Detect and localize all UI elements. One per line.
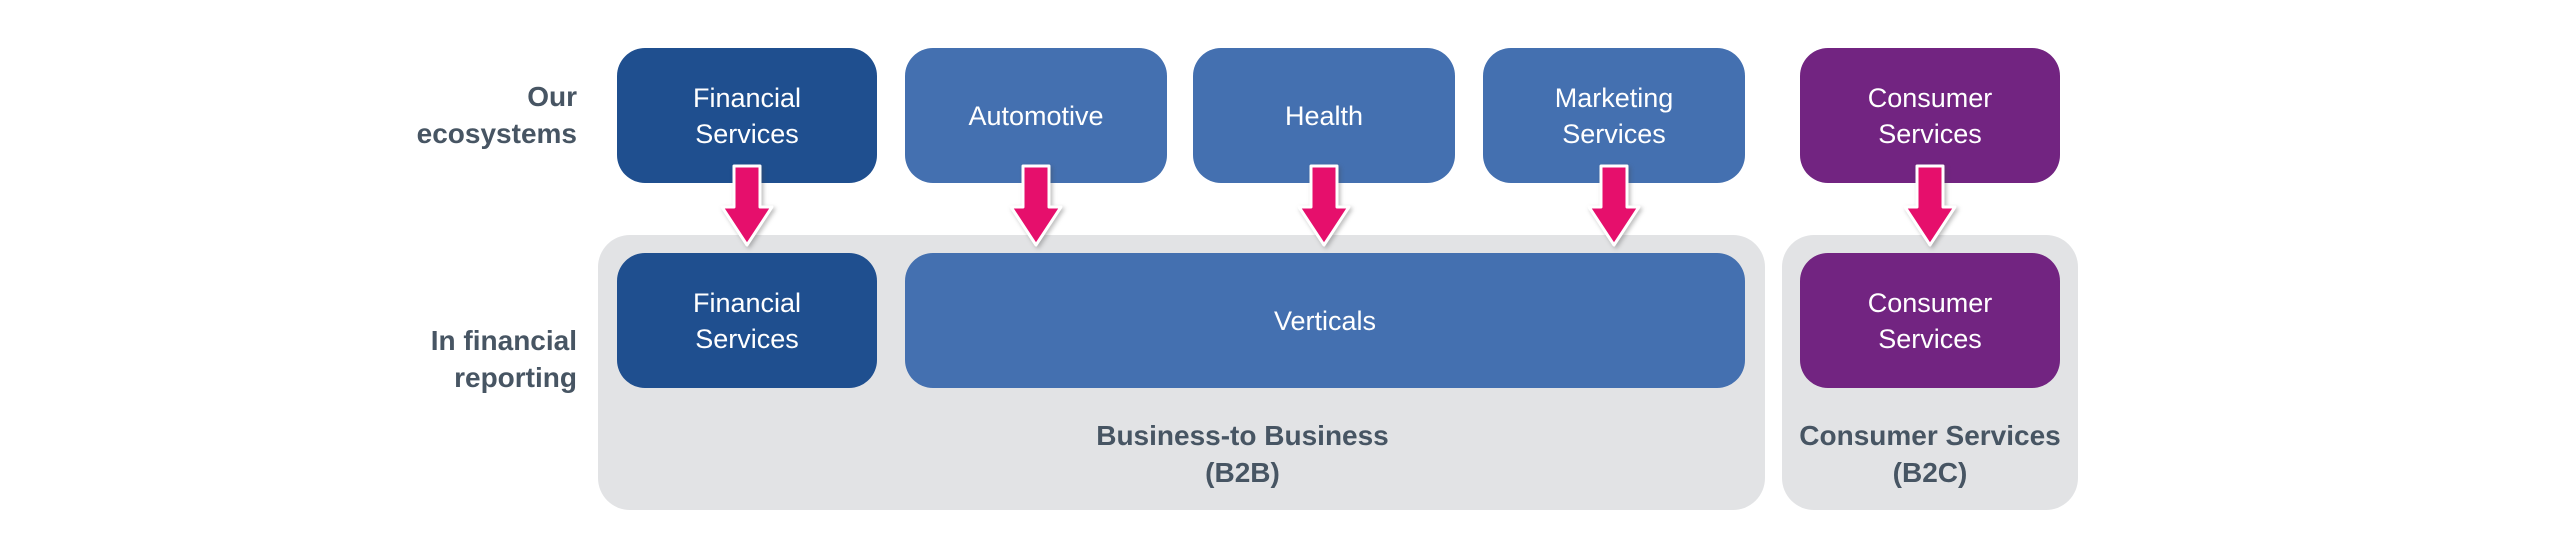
reporting-box-verticals: Verticals: [905, 253, 1745, 388]
reporting-box-consumer-services: Consumer Services: [1800, 253, 2060, 388]
ecosystem-box-label: Automotive: [968, 100, 1104, 131]
ecosystem-box-automotive: Automotive: [905, 48, 1167, 183]
b2c-caption: Consumer Services (B2C): [1799, 420, 2061, 488]
ecosystem-box-financial-services: Financial Services: [617, 48, 877, 183]
b2b-container: Financial Services Verticals Business-to…: [598, 235, 1765, 510]
reporting-box-label: Consumer Services: [1867, 287, 1993, 354]
ecosystem-box-consumer-services: Consumer Services: [1800, 48, 2060, 183]
down-arrow-icon: [1903, 164, 1957, 247]
down-arrow-icon: [1009, 164, 1063, 247]
down-arrow-icon: [1297, 164, 1351, 247]
ecosystem-box-health: Health: [1193, 48, 1455, 183]
reporting-box-label: Verticals: [1273, 305, 1377, 336]
reporting-box-financial-services: Financial Services: [617, 253, 877, 388]
ecosystem-box-label: Health: [1284, 100, 1364, 131]
ecosystem-box-label: Financial Services: [692, 82, 802, 149]
b2c-container: Consumer Services Consumer Services (B2C…: [1782, 235, 2078, 510]
reporting-box-label: Financial Services: [692, 287, 802, 354]
down-arrow-icon: [720, 164, 774, 247]
down-arrow-icon: [1587, 164, 1641, 247]
b2b-caption: Business-to Business (B2B): [1096, 420, 1389, 488]
row-label-in-financial-reporting: In financial reporting: [430, 325, 577, 393]
ecosystem-box-label: Marketing Services: [1554, 82, 1674, 149]
ecosystem-box-marketing-services: Marketing Services: [1483, 48, 1745, 183]
row-label-our-ecosystems: Our ecosystems: [416, 81, 577, 149]
ecosystem-box-label: Consumer Services: [1867, 82, 1993, 149]
